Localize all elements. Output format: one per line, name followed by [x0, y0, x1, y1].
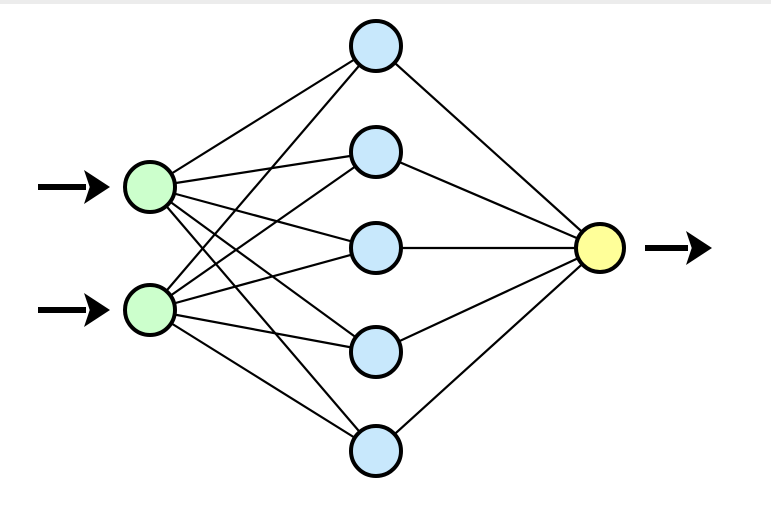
- top-edge-strip: [0, 0, 771, 4]
- edge-i1-to-h1: [149, 45, 377, 188]
- edge-h2-to-o1: [375, 150, 601, 250]
- io-arrows-group: [38, 170, 712, 327]
- node-h5-hidden[interactable]: [349, 424, 403, 478]
- node-h1-hidden[interactable]: [349, 19, 403, 73]
- output-layer: [574, 222, 626, 274]
- edge-h1-to-o1: [375, 45, 601, 249]
- input-arrow-1-head: [84, 170, 110, 204]
- edge-i2-to-h3: [149, 246, 377, 312]
- edge-i2-to-h4: [149, 308, 377, 354]
- edge-i2-to-h1: [149, 45, 377, 311]
- input-layer: [123, 160, 177, 337]
- node-i2-input[interactable]: [123, 283, 177, 337]
- output-arrow-1-head: [686, 231, 712, 265]
- edge-i1-to-h4: [149, 186, 377, 353]
- input-arrow-2-head: [84, 293, 110, 327]
- input-arrow-1: [38, 170, 110, 204]
- edge-h5-to-o1: [375, 247, 601, 452]
- edges-group: [149, 45, 601, 452]
- edge-i1-to-h3: [149, 185, 377, 250]
- edge-i2-to-h5: [149, 309, 377, 452]
- hidden-layer: [349, 19, 403, 478]
- edge-i1-to-h5: [149, 186, 377, 452]
- edge-h4-to-o1: [375, 247, 601, 353]
- node-h3-hidden[interactable]: [349, 221, 403, 275]
- input-arrow-2: [38, 293, 110, 327]
- edge-i2-to-h2: [149, 151, 377, 311]
- node-o1-output[interactable]: [574, 222, 626, 274]
- node-h2-hidden[interactable]: [349, 125, 403, 179]
- output-arrow-1: [645, 231, 712, 265]
- node-i1-input[interactable]: [123, 160, 177, 214]
- edge-i1-to-h2: [149, 150, 377, 189]
- node-h4-hidden[interactable]: [349, 325, 403, 379]
- nodes-group: [123, 19, 626, 478]
